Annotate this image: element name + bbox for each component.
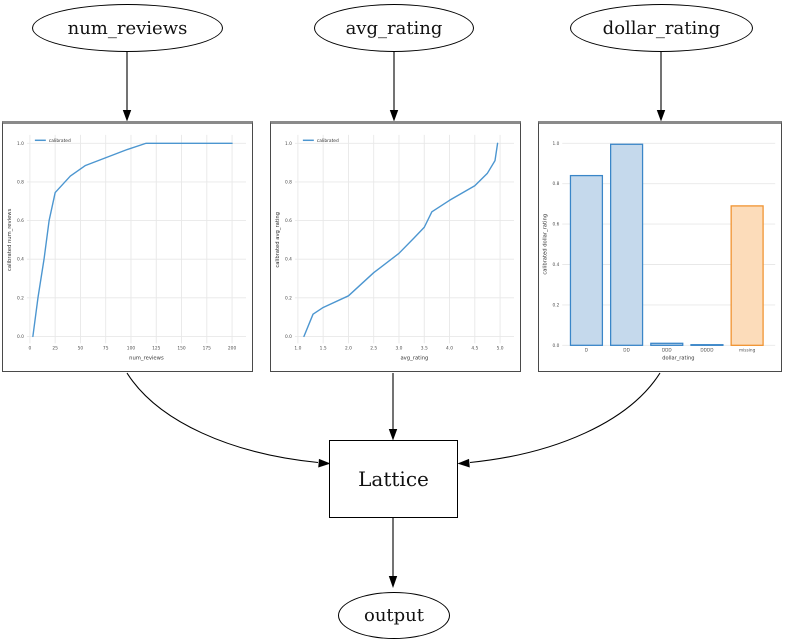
svg-text:0.2: 0.2 [553, 302, 560, 308]
svg-text:175: 175 [203, 345, 212, 351]
svg-text:1.0: 1.0 [17, 141, 24, 147]
svg-text:1.5: 1.5 [320, 345, 327, 351]
svg-text:avg_rating: avg_rating [400, 356, 428, 362]
svg-text:0.2: 0.2 [17, 295, 24, 301]
edge-lattice-to-output [388, 518, 398, 589]
svg-text:D: D [585, 348, 589, 354]
node-avg-rating: avg_rating [314, 4, 474, 52]
svg-text:calibrated dollar_rating: calibrated dollar_rating [543, 214, 549, 275]
edge-dollar-rating-to-calibrator [656, 52, 666, 122]
svg-text:calibrated avg_rating: calibrated avg_rating [275, 212, 281, 268]
svg-text:50: 50 [78, 345, 84, 351]
svg-text:0.8: 0.8 [285, 179, 292, 185]
svg-text:DDDD: DDDD [700, 348, 714, 354]
svg-text:1.0: 1.0 [294, 345, 301, 351]
node-dollar-rating-label: dollar_rating [602, 17, 721, 39]
edge-avg-rating-to-calibrator [389, 52, 399, 122]
svg-text:150: 150 [177, 345, 186, 351]
num-reviews-calibration-plot: 0.0 0.2 0.4 0.6 0.8 1.0 0 25 50 75 100 125 150 175 200… [2, 121, 253, 372]
svg-text:DDD: DDD [662, 348, 673, 354]
node-dollar-rating: dollar_rating [570, 4, 753, 52]
svg-text:0.6: 0.6 [553, 222, 560, 228]
svg-text:0.4: 0.4 [285, 257, 292, 263]
svg-text:4.5: 4.5 [471, 345, 478, 351]
svg-text:1.0: 1.0 [285, 141, 292, 147]
svg-text:missing: missing [739, 348, 756, 354]
svg-text:calibrated: calibrated [317, 138, 339, 144]
edge-num-reviews-plot-to-lattice [126, 372, 331, 468]
svg-text:0.0: 0.0 [17, 334, 24, 340]
svg-text:125: 125 [152, 345, 161, 351]
svg-text:num_reviews: num_reviews [129, 356, 164, 362]
svg-text:0.4: 0.4 [553, 262, 560, 268]
avg-rating-calibration-plot: 0.0 0.2 0.4 0.6 0.8 1.0 1.0 1.5 2.0 2.5 3.0 3.5 4.0 4… [270, 121, 521, 372]
svg-text:0.8: 0.8 [553, 181, 560, 187]
svg-text:100: 100 [127, 345, 136, 351]
node-lattice-label: Lattice [358, 467, 429, 491]
svg-text:DD: DD [623, 348, 630, 354]
node-avg-rating-label: avg_rating [345, 17, 443, 39]
svg-text:3.0: 3.0 [396, 345, 403, 351]
svg-text:0.6: 0.6 [285, 218, 292, 224]
avg-rating-calibration-chart: 0.0 0.2 0.4 0.6 0.8 1.0 1.0 1.5 2.0 2.5 3.0 3.5 4.0 4… [275, 134, 515, 362]
svg-text:0.8: 0.8 [17, 179, 24, 185]
svg-text:calibrated num_reviews: calibrated num_reviews [7, 208, 13, 271]
svg-text:200: 200 [228, 345, 237, 351]
svg-text:0.4: 0.4 [17, 257, 24, 263]
node-num-reviews: num_reviews [32, 4, 223, 52]
svg-text:75: 75 [103, 345, 109, 351]
node-output: output [338, 592, 450, 639]
node-lattice: Lattice [329, 440, 458, 518]
num-reviews-calibration-chart: 0.0 0.2 0.4 0.6 0.8 1.0 0 25 50 75 100 125 150 175 200… [7, 134, 247, 362]
edge-dollar-rating-plot-to-lattice [457, 372, 661, 468]
svg-text:5.0: 5.0 [497, 345, 504, 351]
svg-text:0.6: 0.6 [17, 218, 24, 224]
svg-text:dollar_rating: dollar_rating [662, 356, 694, 362]
svg-text:3.5: 3.5 [421, 345, 428, 351]
svg-text:4.0: 4.0 [446, 345, 453, 351]
svg-text:2.5: 2.5 [370, 345, 377, 351]
svg-text:1.0: 1.0 [553, 141, 560, 147]
node-num-reviews-label: num_reviews [67, 17, 188, 39]
svg-text:0.0: 0.0 [553, 343, 560, 349]
svg-text:0.0: 0.0 [285, 334, 292, 340]
node-output-label: output [363, 605, 424, 626]
edge-avg-rating-plot-to-lattice [388, 373, 398, 441]
edge-num-reviews-to-calibrator [122, 52, 132, 122]
svg-text:calibrated: calibrated [49, 138, 71, 144]
svg-text:2.0: 2.0 [345, 345, 352, 351]
svg-text:25: 25 [52, 345, 58, 351]
svg-text:0: 0 [28, 345, 31, 351]
svg-text:0.2: 0.2 [285, 295, 292, 301]
